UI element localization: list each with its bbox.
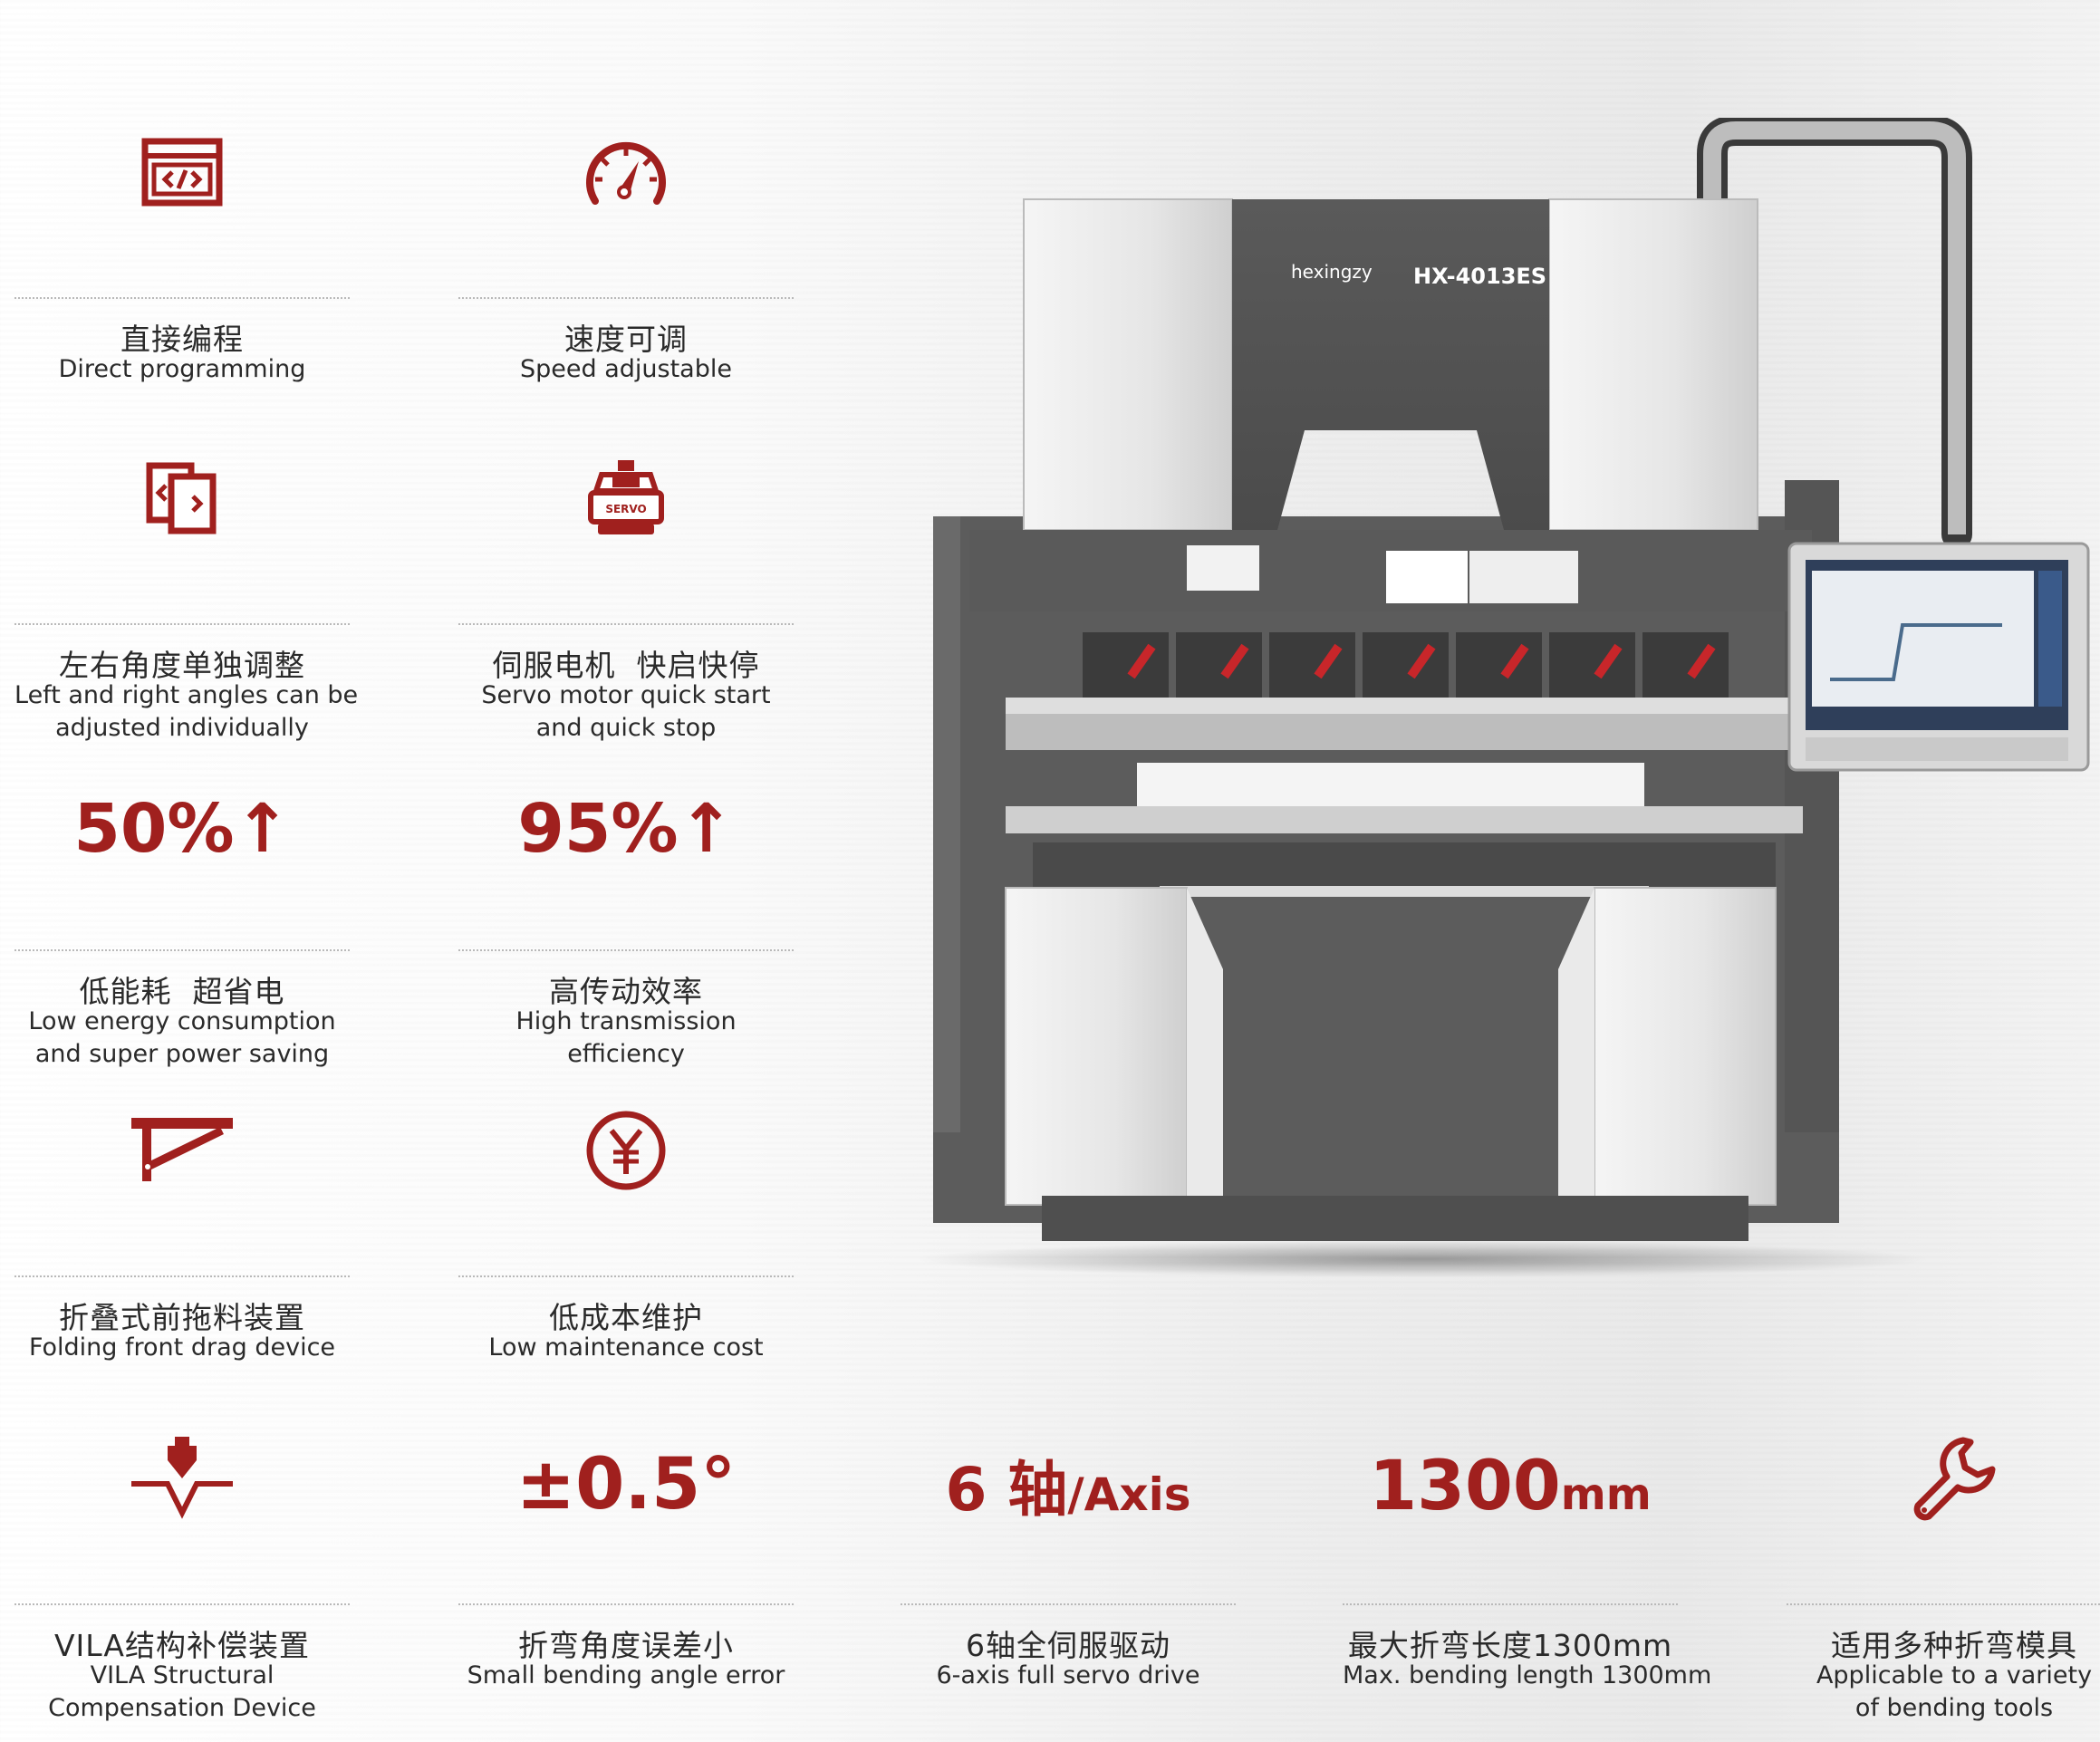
efficiency-value: 95%↑ bbox=[517, 790, 735, 868]
feature-title-en: Direct programming bbox=[58, 355, 306, 383]
feature-bending-angle-error: ±0.5° 折弯角度误差小 Small bending angle error bbox=[458, 1397, 794, 1705]
svg-text:SERVO: SERVO bbox=[605, 503, 646, 515]
feature-bending-length: 1300mm 最大折弯长度1300mm Max. bending length … bbox=[1343, 1397, 1712, 1705]
feature-six-axis: 6 轴/Axis 6轴全伺服驱动 6-axis full servo drive bbox=[901, 1397, 1236, 1705]
yen-coin-icon bbox=[586, 1111, 666, 1190]
folding-bracket-icon bbox=[131, 1118, 233, 1181]
feature-title-cn: 折叠式前拖料装置 bbox=[59, 1300, 305, 1335]
feature-title-cn: 低能耗 超省电 bbox=[79, 974, 285, 1009]
feature-title-cn: 最大折弯长度1300mm bbox=[1347, 1628, 1673, 1663]
feature-title-en: Speed adjustable bbox=[520, 355, 732, 383]
wrench-icon bbox=[1913, 1437, 1996, 1521]
feature-low-maintenance: 低成本维护 Low maintenance cost bbox=[458, 1069, 794, 1377]
feature-title-cn: 伺服电机 快启快停 bbox=[492, 648, 760, 683]
feature-direct-programming: 直接编程 Direct programming bbox=[14, 91, 350, 399]
feature-title-cn: 低成本维护 bbox=[549, 1300, 703, 1335]
bending-length-value: 1300mm bbox=[1369, 1444, 1652, 1525]
feature-title-cn: 高传动效率 bbox=[549, 974, 703, 1009]
left-right-arrows-icon bbox=[146, 462, 217, 534]
axis-count-value: 6 轴/Axis bbox=[945, 1455, 1191, 1525]
servo-motor-icon: SERVO bbox=[588, 460, 664, 534]
brand-logo: hexingzy bbox=[1291, 261, 1373, 283]
feature-title-cn: VILA结构补偿装置 bbox=[53, 1628, 311, 1663]
code-window-icon bbox=[141, 138, 223, 207]
angle-error-value: ±0.5° bbox=[515, 1444, 737, 1525]
speedometer-icon bbox=[586, 142, 666, 205]
feature-title-cn: 左右角度单独调整 bbox=[59, 648, 305, 683]
press-brake-machine-image: hexingzy HX-4013ES bbox=[915, 118, 2090, 1277]
vila-compensation-icon bbox=[131, 1437, 233, 1519]
energy-saving-value: 50%↑ bbox=[73, 790, 291, 868]
feature-folding-front-drag: 折叠式前拖料装置 Folding front drag device bbox=[14, 1069, 350, 1377]
feature-title-cn: 6轴全伺服驱动 bbox=[966, 1628, 1170, 1663]
model-label: HX-4013ES bbox=[1413, 264, 1546, 289]
feature-title-cn: 适用多种折弯模具 bbox=[1831, 1628, 2077, 1663]
feature-title-en: 6-axis full servo drive bbox=[936, 1661, 1200, 1689]
feature-title-en: Small bending angle error bbox=[467, 1661, 785, 1689]
feature-title-cn: 速度可调 bbox=[564, 322, 688, 357]
feature-title-cn: 直接编程 bbox=[120, 322, 244, 357]
feature-title-en: Folding front drag device bbox=[28, 1333, 336, 1362]
feature-speed-adjustable: 速度可调 Speed adjustable bbox=[458, 91, 794, 399]
feature-title-en: Low maintenance cost bbox=[488, 1333, 764, 1362]
feature-title-en: Max. bending length 1300mm bbox=[1343, 1661, 1712, 1689]
feature-title-cn: 折弯角度误差小 bbox=[518, 1628, 734, 1663]
